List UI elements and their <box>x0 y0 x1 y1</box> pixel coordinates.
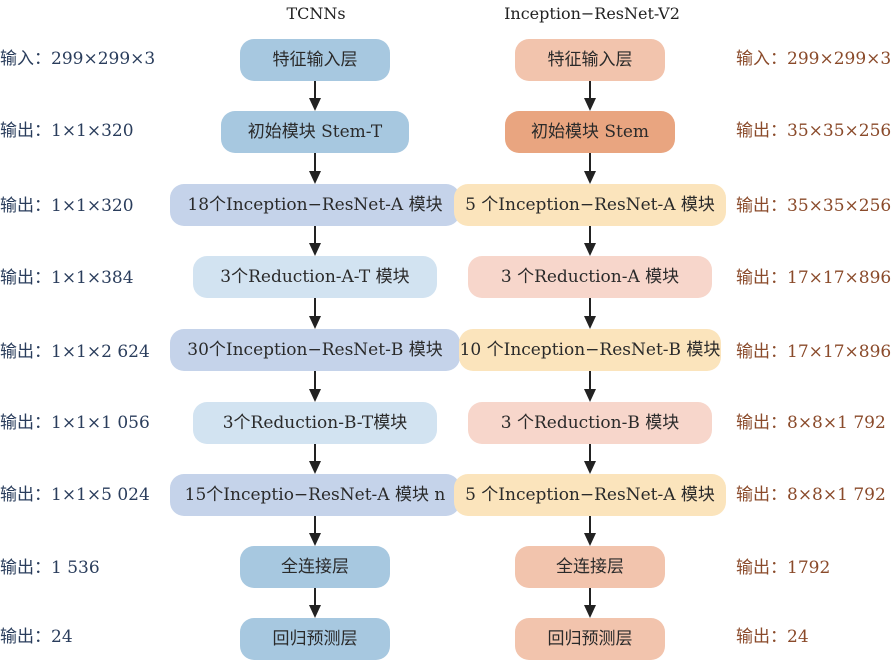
right-output-label-8: 输出：1792 <box>736 558 831 578</box>
left-output-label-2: 输出：1×1×320 <box>0 121 134 141</box>
left-output-label-9: 输出：24 <box>0 627 73 647</box>
right-output-label-7: 输出：8×8×1 792 <box>736 485 886 505</box>
left-output-label-4: 输出：1×1×384 <box>0 268 134 288</box>
left-output-label-8: 输出：1 536 <box>0 558 100 578</box>
left-node-7: 15个Inceptio−ResNet-A 模块 n <box>170 474 460 516</box>
right-output-label-6: 输出：8×8×1 792 <box>736 413 886 433</box>
left-output-label-7: 输出：1×1×5 024 <box>0 485 150 505</box>
left-output-label-1: 输入：299×299×3 <box>0 49 156 69</box>
left-node-9: 回归预测层 <box>240 618 390 660</box>
left-node-1: 特征输入层 <box>240 39 390 81</box>
right-output-label-1: 输入：299×299×3 <box>736 49 892 69</box>
left-output-label-3: 输出：1×1×320 <box>0 196 134 216</box>
right-node-8: 全连接层 <box>515 546 665 588</box>
right-node-7: 5 个Inception−ResNet-A 模块 <box>454 474 726 516</box>
right-node-9: 回归预测层 <box>515 618 665 660</box>
left-node-6: 3个Reduction-B-T模块 <box>193 402 437 444</box>
right-node-3: 5 个Inception−ResNet-A 模块 <box>454 184 726 226</box>
inception-resnet-v2-column-title: Inception−ResNet-V2 <box>504 4 680 23</box>
left-output-label-5: 输出：1×1×2 624 <box>0 342 150 362</box>
left-node-4: 3个Reduction-A-T 模块 <box>193 256 437 298</box>
tcnns-column-title: TCNNs <box>286 4 346 23</box>
right-output-label-3: 输出：35×35×256 <box>736 196 892 216</box>
right-node-4: 3 个Reduction-A 模块 <box>468 256 712 298</box>
right-output-label-4: 输出：17×17×896 <box>736 268 892 288</box>
right-output-label-5: 输出：17×17×896 <box>736 342 892 362</box>
right-node-2: 初始模块 Stem <box>505 111 675 153</box>
left-node-2: 初始模块 Stem-T <box>221 111 409 153</box>
right-output-label-9: 输出：24 <box>736 627 809 647</box>
right-node-6: 3 个Reduction-B 模块 <box>468 402 712 444</box>
left-node-5: 30个Inception−ResNet-B 模块 <box>170 329 460 371</box>
right-node-5: 10 个Inception−ResNet-B 模块 <box>459 329 721 371</box>
left-node-3: 18个Inception−ResNet-A 模块 <box>170 184 460 226</box>
left-output-label-6: 输出：1×1×1 056 <box>0 413 150 433</box>
right-node-1: 特征输入层 <box>515 39 665 81</box>
right-output-label-2: 输出：35×35×256 <box>736 121 892 141</box>
left-node-8: 全连接层 <box>240 546 390 588</box>
